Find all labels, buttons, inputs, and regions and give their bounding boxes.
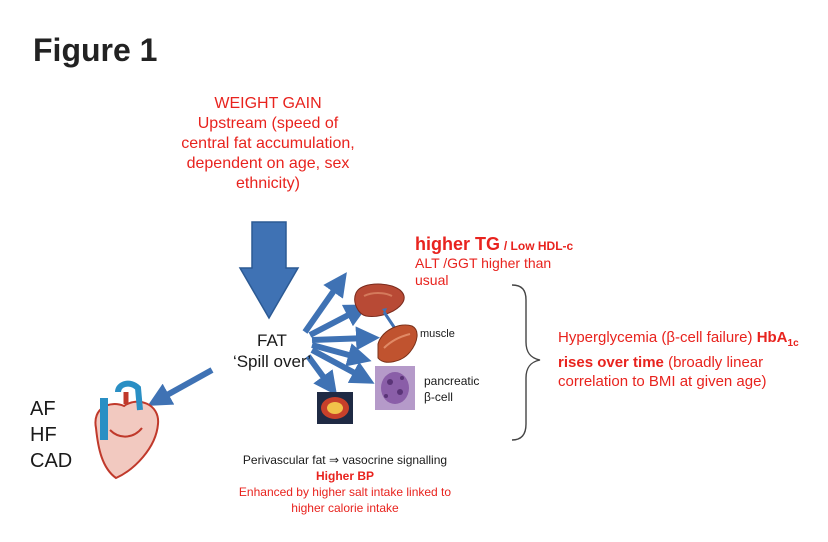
down-arrow	[238, 221, 300, 320]
pancreas-label: pancreatic β-cell	[424, 373, 479, 405]
tg-label: higher TG	[415, 234, 500, 254]
arrow-to-muscle	[311, 326, 380, 351]
curly-brace	[511, 284, 541, 441]
vessel-cross-section-icon	[317, 392, 353, 424]
weight-gain-heading: WEIGHT GAIN	[214, 95, 322, 112]
cardio-list: AF HF CAD	[30, 396, 72, 474]
hba1c-label: HbA	[756, 329, 788, 346]
correlation-text: (broadly linear correlation to BMI at gi…	[558, 354, 767, 390]
pancreatic-beta-cell-image	[375, 366, 415, 410]
arrow-to-mid	[311, 342, 372, 367]
pancreas-line2: β-cell	[424, 390, 453, 404]
salt-intake-line: Enhanced by higher salt intake linked to…	[200, 484, 490, 516]
muscle-icon	[377, 324, 418, 363]
lipid-headline: higher TG / Low HDL-c	[415, 234, 635, 255]
fat-line2: ‘Spill over’	[232, 352, 312, 371]
arrow-to-pancreas	[310, 347, 375, 384]
hdl-label: / Low HDL-c	[503, 239, 574, 253]
liver-icon	[354, 283, 405, 317]
heart-icon	[94, 380, 160, 480]
cardio-item: AF	[30, 398, 56, 420]
arrow-to-kidney	[305, 354, 338, 396]
cardio-item: HF	[30, 424, 57, 446]
cardio-item: CAD	[30, 450, 73, 472]
muscle-label: muscle	[420, 328, 455, 340]
arrow-to-liver	[308, 304, 369, 338]
weight-gain-block: WEIGHT GAIN Upstream (speed of central f…	[150, 94, 386, 194]
weight-gain-line: Upstream (speed of	[197, 115, 339, 132]
liver-enzyme-line: usual	[415, 272, 449, 288]
salt-intake-line-b: higher calorie intake	[291, 501, 399, 515]
higher-bp-label: Higher BP	[315, 469, 374, 483]
hyperglycemia-block: Hyperglycemia (β-cell failure) HbA1c ris…	[558, 328, 828, 391]
hba1c-subscript: 1c	[787, 338, 799, 349]
figure-title: Figure 1	[33, 32, 158, 68]
perivascular-block: Perivascular fat ⇒ vasocrine signalling …	[200, 452, 490, 516]
pancreas-line1: pancreatic	[424, 374, 480, 388]
liver-enzyme-line: ALT /GGT higher than	[415, 255, 552, 271]
weight-gain-line: central fat accumulation,	[181, 135, 355, 152]
weight-gain-line: ethnicity)	[235, 175, 301, 192]
fat-label: FAT ‘Spill over’	[212, 330, 332, 372]
hyperglycemia-text: Hyperglycemia (β-cell failure)	[558, 329, 753, 346]
perivascular-line: Perivascular fat ⇒ vasocrine signalling	[242, 453, 448, 467]
lipid-block: higher TG / Low HDL-c ALT /GGT higher th…	[415, 234, 635, 289]
fat-line1: FAT	[257, 331, 287, 350]
arrow-to-top	[302, 272, 347, 334]
salt-intake-line-a: Enhanced by higher salt intake linked to	[238, 485, 452, 499]
rises-text: rises over time	[558, 354, 664, 371]
arrow-to-heart	[147, 367, 214, 406]
weight-gain-line: dependent on age, sex	[186, 155, 350, 172]
